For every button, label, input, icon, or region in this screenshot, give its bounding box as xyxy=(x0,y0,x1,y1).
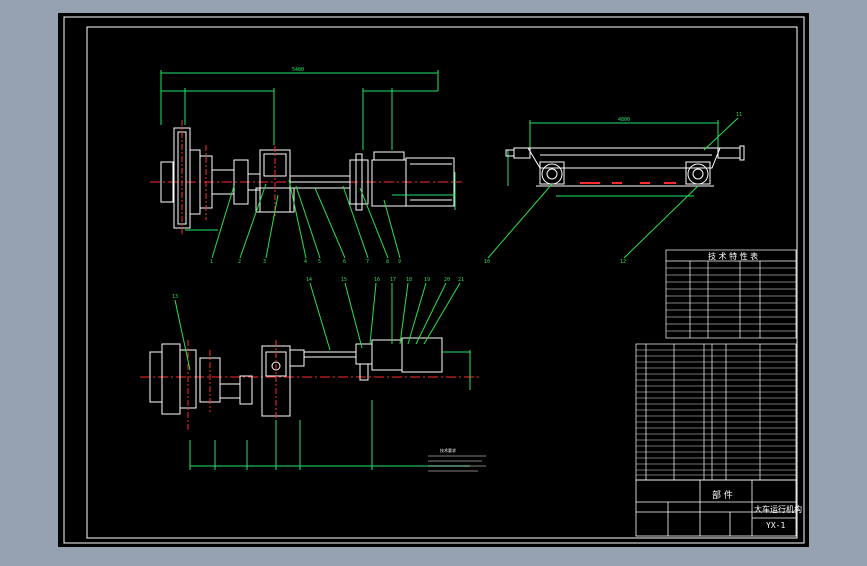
parts-list-rows xyxy=(636,349,796,476)
outer-frame xyxy=(63,16,805,544)
svg-text:12: 12 xyxy=(620,259,626,265)
svg-text:11: 11 xyxy=(736,112,742,118)
svg-text:21: 21 xyxy=(458,277,464,283)
technical-notes-title: 技术要求 xyxy=(440,447,456,453)
svg-text:2: 2 xyxy=(238,259,241,265)
bottom-view: 13 14 15 16 17 18 19 20 21 技术要求 xyxy=(140,277,486,472)
spec-table xyxy=(665,249,797,339)
svg-text:6: 6 xyxy=(343,259,346,265)
svg-text:10: 10 xyxy=(484,259,490,265)
top-overall-dimension: 5480 xyxy=(292,67,304,73)
spec-table-rows xyxy=(666,267,796,332)
svg-text:15: 15 xyxy=(341,277,347,283)
svg-text:5: 5 xyxy=(318,259,321,265)
top-view: 5480 xyxy=(150,67,462,265)
svg-text:18: 18 xyxy=(406,277,412,283)
svg-text:7: 7 xyxy=(366,259,369,265)
inner-frame xyxy=(86,26,798,539)
side-view: 4800 10 11 12 xyxy=(484,112,745,265)
title-block xyxy=(635,479,797,537)
svg-text:19: 19 xyxy=(424,277,430,283)
svg-text:13: 13 xyxy=(172,294,178,300)
svg-text:8: 8 xyxy=(386,259,389,265)
svg-text:20: 20 xyxy=(444,277,450,283)
svg-text:3: 3 xyxy=(263,259,266,265)
svg-text:17: 17 xyxy=(390,277,396,283)
svg-text:1: 1 xyxy=(210,259,213,265)
svg-text:4: 4 xyxy=(304,259,307,265)
top-view-balloons: 1 2 3 4 5 6 7 8 9 xyxy=(210,259,401,265)
side-span-dimension: 4800 xyxy=(618,117,630,123)
svg-text:9: 9 xyxy=(398,259,401,265)
svg-text:14: 14 xyxy=(306,277,312,283)
drawing-sheet xyxy=(58,13,809,547)
svg-text:16: 16 xyxy=(374,277,380,283)
